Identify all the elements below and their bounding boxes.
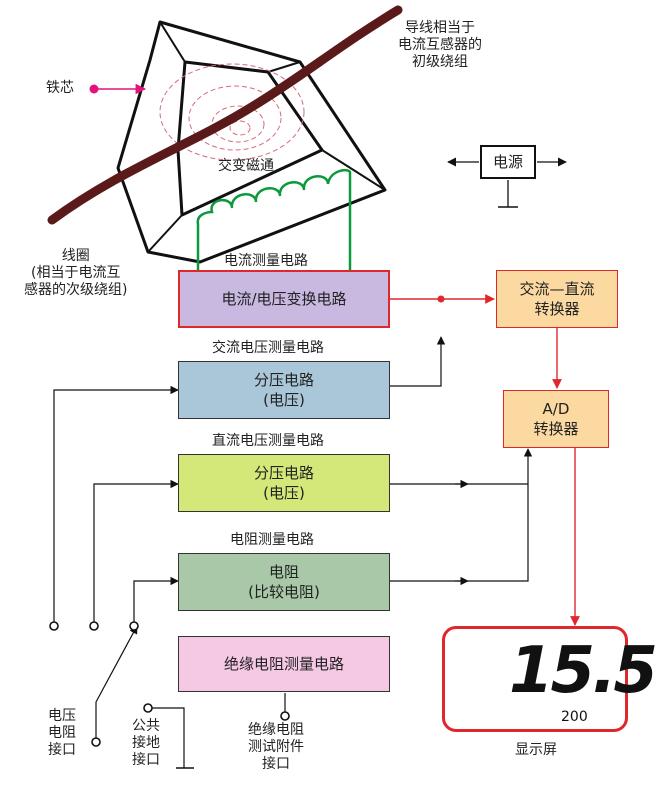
switch-terminals xyxy=(49,621,290,747)
ac-dc-converter-block: 交流—直流 转换器 xyxy=(496,270,618,328)
flux-rings xyxy=(159,63,305,161)
iron-core-dot xyxy=(89,84,99,94)
common-port-label: 公共 接地 接口 xyxy=(132,718,160,768)
insulation-port-label: 绝缘电阻 测试附件 接口 xyxy=(248,722,304,772)
display-range: 200 xyxy=(561,709,588,725)
iv-converter-block: 电流/电压变换电路 xyxy=(178,270,390,328)
power-source xyxy=(447,157,567,208)
display-caption: 显示屏 xyxy=(515,742,557,758)
ac-divider-block: 分压电路 (电压) xyxy=(178,361,390,419)
ac-flux-label: 交变磁通 xyxy=(218,158,274,174)
black-signal-lines xyxy=(53,336,533,769)
power-box: 电源 xyxy=(480,145,536,179)
dc-divider-block: 分压电路 (电压) xyxy=(178,454,390,512)
resistor-block: 电阻 (比较电阻) xyxy=(178,553,390,611)
iron-core xyxy=(116,20,387,264)
insulation-block: 绝缘电阻测量电路 xyxy=(178,636,390,692)
display-screen: 15.5 200 xyxy=(442,626,655,732)
resistance-title: 电阻测量电路 xyxy=(230,532,314,548)
conductor-wire xyxy=(47,5,403,225)
red-signal-lines xyxy=(390,294,580,626)
current-clamp-diagram: 铁芯 导线相当于 电流互感器的 初级绕组 交变磁通 线圈 (相当于电流互 感器的… xyxy=(24,5,655,772)
coil xyxy=(196,168,352,270)
display-reading: 15.5 xyxy=(509,634,655,708)
wire-note: 导线相当于 电流互感器的 初级绕组 xyxy=(398,20,482,70)
junction-dot xyxy=(437,295,445,303)
dc-voltage-title: 直流电压测量电路 xyxy=(212,433,324,449)
ac-voltage-title: 交流电压测量电路 xyxy=(212,340,324,356)
diagram-lines xyxy=(47,5,580,769)
voltage-port-label: 电压 电阻 接口 xyxy=(48,708,76,758)
ad-converter-block: A/D 转换器 xyxy=(503,390,609,448)
iron-core-label: 铁芯 xyxy=(46,80,74,96)
current-circuit-title: 电流测量电路 xyxy=(224,253,308,269)
coil-note: 线圈 (相当于电流互 感器的次级绕组) xyxy=(24,248,128,298)
